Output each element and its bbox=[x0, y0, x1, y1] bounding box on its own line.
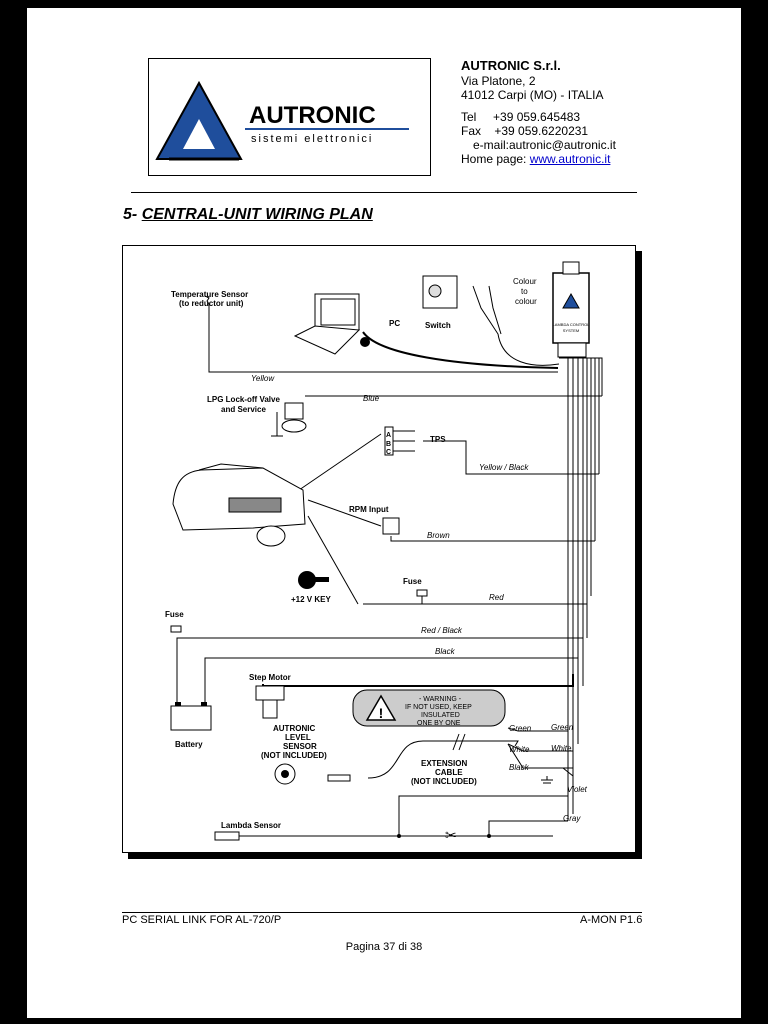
central-unit-logo-icon bbox=[562, 292, 580, 309]
warning-line-2: IF NOT USED, KEEP bbox=[405, 704, 472, 711]
warning-line-1: - WARNING - bbox=[419, 696, 462, 703]
phone-number: Tel +39 059.645483 bbox=[461, 110, 581, 124]
lambda-sensor-icon bbox=[214, 831, 338, 841]
section-number: 5- bbox=[123, 206, 138, 223]
header-divider bbox=[131, 192, 637, 193]
label-white-2: White bbox=[551, 744, 572, 753]
label-ext-1: EXTENSION bbox=[421, 759, 467, 768]
unit-label-1: LAMBDA CONTROL bbox=[553, 322, 591, 327]
wiring-diagram: ! ✂ bbox=[122, 245, 636, 853]
central-unit-harness-plug bbox=[557, 342, 587, 358]
lpg-valve-icon bbox=[271, 402, 307, 437]
tps-connector bbox=[384, 426, 394, 456]
label-pc: PC bbox=[389, 319, 400, 328]
label-fuse-2: Fuse bbox=[165, 610, 184, 619]
fuse-red-black-icon bbox=[170, 625, 182, 633]
label-level-3: SENSOR bbox=[283, 742, 317, 751]
label-red-black: Red / Black bbox=[421, 626, 463, 635]
label-colour-3: colour bbox=[515, 297, 537, 306]
label-green-2: Green bbox=[551, 723, 574, 732]
warning-box: ! bbox=[352, 689, 506, 727]
label-gray: Gray bbox=[563, 814, 581, 823]
section-title: CENTRAL-UNIT WIRING PLAN bbox=[141, 206, 373, 223]
page-number: Pagina 37 di 38 bbox=[345, 941, 423, 953]
label-battery: Battery bbox=[175, 740, 203, 749]
label-key: +12 V KEY bbox=[291, 595, 331, 604]
step-motor-icon bbox=[255, 685, 285, 719]
logo-text: AUTRONIC bbox=[249, 102, 376, 129]
label-blue: Blue bbox=[363, 394, 380, 403]
label-green-1: Green bbox=[509, 724, 532, 733]
label-ext-3: (NOT INCLUDED) bbox=[411, 777, 477, 786]
warning-line-4: ONE BY ONE bbox=[417, 720, 461, 727]
label-tps: TPS bbox=[430, 435, 446, 444]
logo-subtitle: sistemi elettronici bbox=[251, 133, 373, 145]
footer-divider bbox=[122, 912, 642, 913]
label-temp-sensor-2: (to reductor unit) bbox=[179, 299, 244, 308]
footer-title: PC SERIAL LINK FOR AL-720/P bbox=[122, 914, 282, 926]
unit-label-2: SYSTEM bbox=[563, 328, 579, 333]
rpm-connector bbox=[382, 517, 400, 535]
label-lambda: Lambda Sensor bbox=[221, 821, 281, 830]
label-switch: Switch bbox=[425, 321, 451, 330]
homepage-label: Home page: bbox=[461, 152, 530, 166]
label-violet: Violet bbox=[567, 785, 588, 794]
address-line-1: Via Platone, 2 bbox=[461, 74, 536, 88]
warning-line-3: INSULATED bbox=[421, 712, 460, 719]
fax-number: Fax +39 059.6220231 bbox=[461, 124, 589, 138]
label-white-1: White bbox=[509, 745, 530, 754]
label-yellow: Yellow bbox=[251, 374, 275, 383]
logo-triangle-icon: AUTRONIC sistemi elettronici bbox=[155, 80, 409, 161]
homepage-link[interactable]: www.autronic.it bbox=[529, 152, 611, 166]
label-black-1: Black bbox=[435, 647, 456, 656]
company-logo: AUTRONIC sistemi elettronici bbox=[148, 58, 431, 176]
label-lpg-2: and Service bbox=[221, 405, 266, 414]
section-heading: 5- CENTRAL-UNIT WIRING PLAN bbox=[123, 206, 373, 224]
label-brown: Brown bbox=[427, 531, 450, 540]
fuse-red-icon bbox=[416, 589, 428, 597]
label-fuse-1: Fuse bbox=[403, 577, 422, 586]
label-colour-1: Colour bbox=[513, 277, 537, 286]
label-abc-b: B bbox=[386, 441, 391, 448]
label-colour-2: to bbox=[521, 287, 528, 296]
central-unit-connector bbox=[562, 261, 580, 275]
svg-text:!: ! bbox=[379, 705, 384, 721]
company-name: AUTRONIC S.r.l. bbox=[461, 58, 561, 73]
label-ext-2: CABLE bbox=[435, 768, 463, 777]
label-level-1: AUTRONIC bbox=[273, 724, 315, 733]
laptop-icon bbox=[293, 293, 370, 355]
scissors-icon: ✂ bbox=[445, 827, 457, 843]
label-step-motor: Step Motor bbox=[249, 673, 291, 682]
email-address: e-mail:autronic@autronic.it bbox=[473, 138, 616, 152]
wiring-diagram-drawing: ! ✂ bbox=[165, 261, 603, 843]
level-sensor-icon bbox=[274, 763, 351, 785]
battery-icon bbox=[170, 702, 212, 731]
address-line-2: 41012 Carpi (MO) - ITALIA bbox=[461, 88, 604, 102]
label-level-4: (NOT INCLUDED) bbox=[261, 751, 327, 760]
label-abc-a: A bbox=[386, 432, 391, 439]
label-temp-sensor-1: Temperature Sensor bbox=[171, 290, 248, 299]
document-page: AUTRONIC sistemi elettronici AUTRONIC S.… bbox=[27, 8, 741, 1018]
label-lpg-1: LPG Lock-off Valve bbox=[207, 395, 280, 404]
footer-doc-code: A-MON P1.6 bbox=[580, 914, 643, 926]
label-black-2: Black bbox=[509, 763, 530, 772]
label-rpm-input: RPM Input bbox=[349, 505, 389, 514]
company-info: AUTRONIC S.r.l. Via Platone, 2 41012 Car… bbox=[461, 58, 616, 166]
label-abc-c: C bbox=[386, 449, 391, 456]
label-red: Red bbox=[489, 593, 504, 602]
key-icon bbox=[298, 571, 329, 589]
car-icon bbox=[172, 463, 306, 547]
label-level-2: LEVEL bbox=[285, 733, 311, 742]
switch-knob-icon bbox=[428, 284, 442, 298]
ground-symbol-icon bbox=[541, 776, 553, 784]
warning-triangle-icon bbox=[365, 694, 397, 721]
homepage-row: Home page: www.autronic.it bbox=[461, 152, 616, 166]
label-yellow-black: Yellow / Black bbox=[479, 463, 529, 472]
